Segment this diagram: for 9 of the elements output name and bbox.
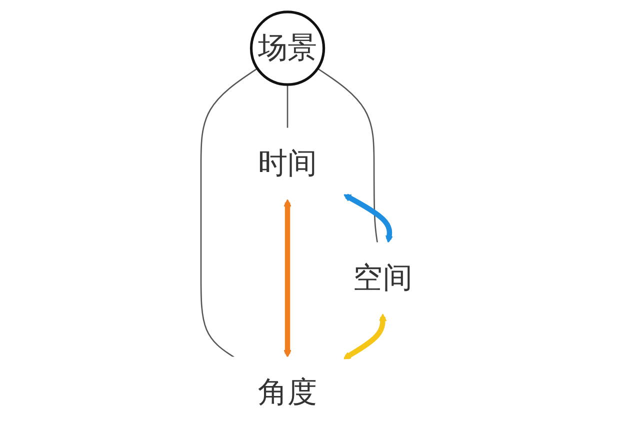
arrow bbox=[344, 193, 394, 243]
node-text: 时间 bbox=[258, 145, 318, 180]
connector bbox=[317, 67, 378, 242]
connector bbox=[200, 67, 258, 358]
arrow bbox=[284, 198, 292, 358]
node-text: 角度 bbox=[258, 374, 318, 410]
node-text: 空间 bbox=[353, 260, 413, 295]
connector bbox=[287, 84, 288, 128]
arrow bbox=[343, 313, 387, 359]
